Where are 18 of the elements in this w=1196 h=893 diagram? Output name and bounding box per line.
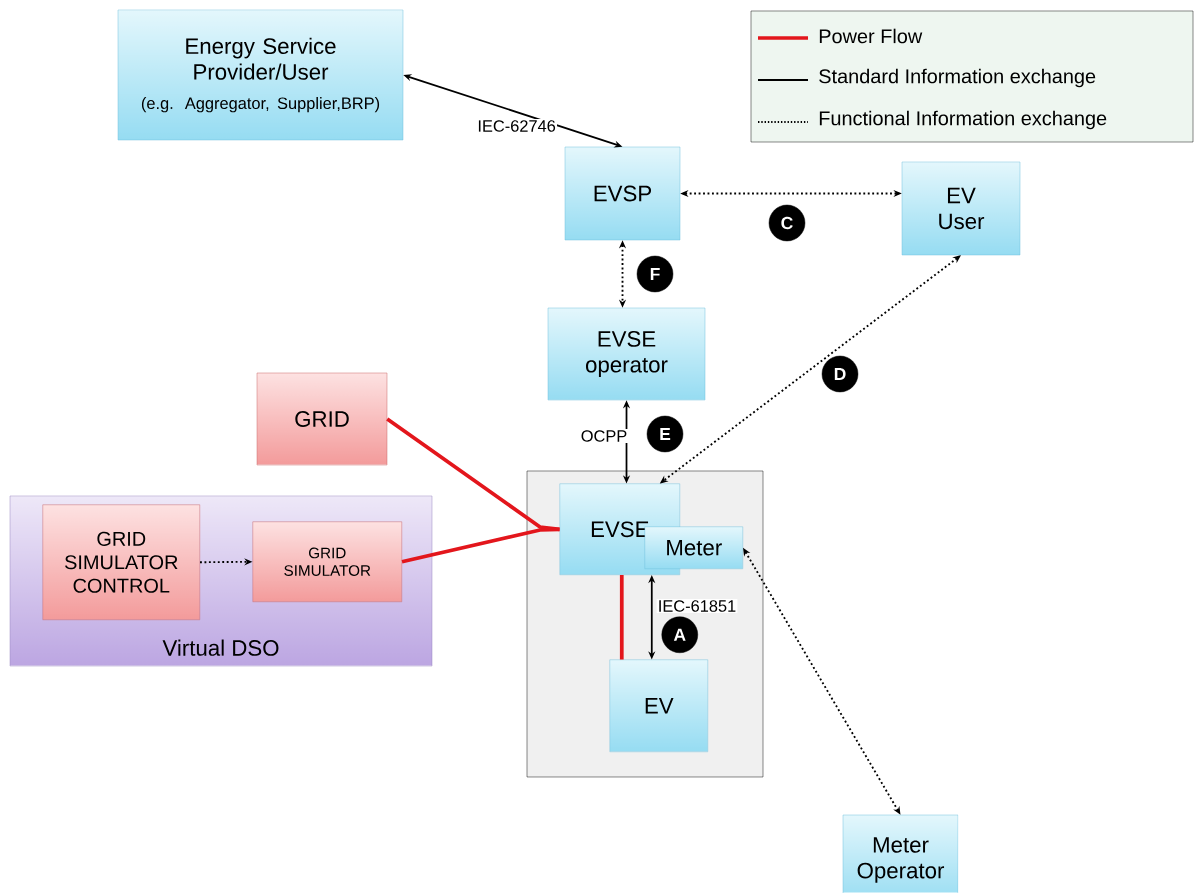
process-box: EV — [609, 659, 708, 752]
edge-label: OCPP — [579, 429, 629, 443]
process-box: Meter — [644, 526, 743, 569]
legend-text: Power Flow — [819, 28, 923, 44]
power-line — [619, 575, 624, 660]
process-box: EVSP — [564, 146, 681, 241]
power-line — [401, 527, 560, 564]
legend-text: Standard Information exchange — [819, 68, 1096, 88]
process-box: Meter Operator — [842, 814, 959, 893]
legend-text: Functional Information exchange — [819, 110, 1107, 130]
grid-box: GRID SIMULATOR — [252, 521, 402, 602]
process-box: EV User — [901, 161, 1021, 256]
edge-label: IEC-61851 — [656, 599, 738, 613]
process-box: Energy Service Provider/User (e.g. Aggregator, Supplier,BRP) — [117, 9, 404, 141]
grid-box: GRID SIMULATOR CONTROL — [42, 504, 200, 620]
edge-label: IEC-62746 — [476, 119, 557, 133]
process-box: EVSE operator — [547, 307, 706, 401]
grid-box: GRID — [256, 372, 388, 466]
